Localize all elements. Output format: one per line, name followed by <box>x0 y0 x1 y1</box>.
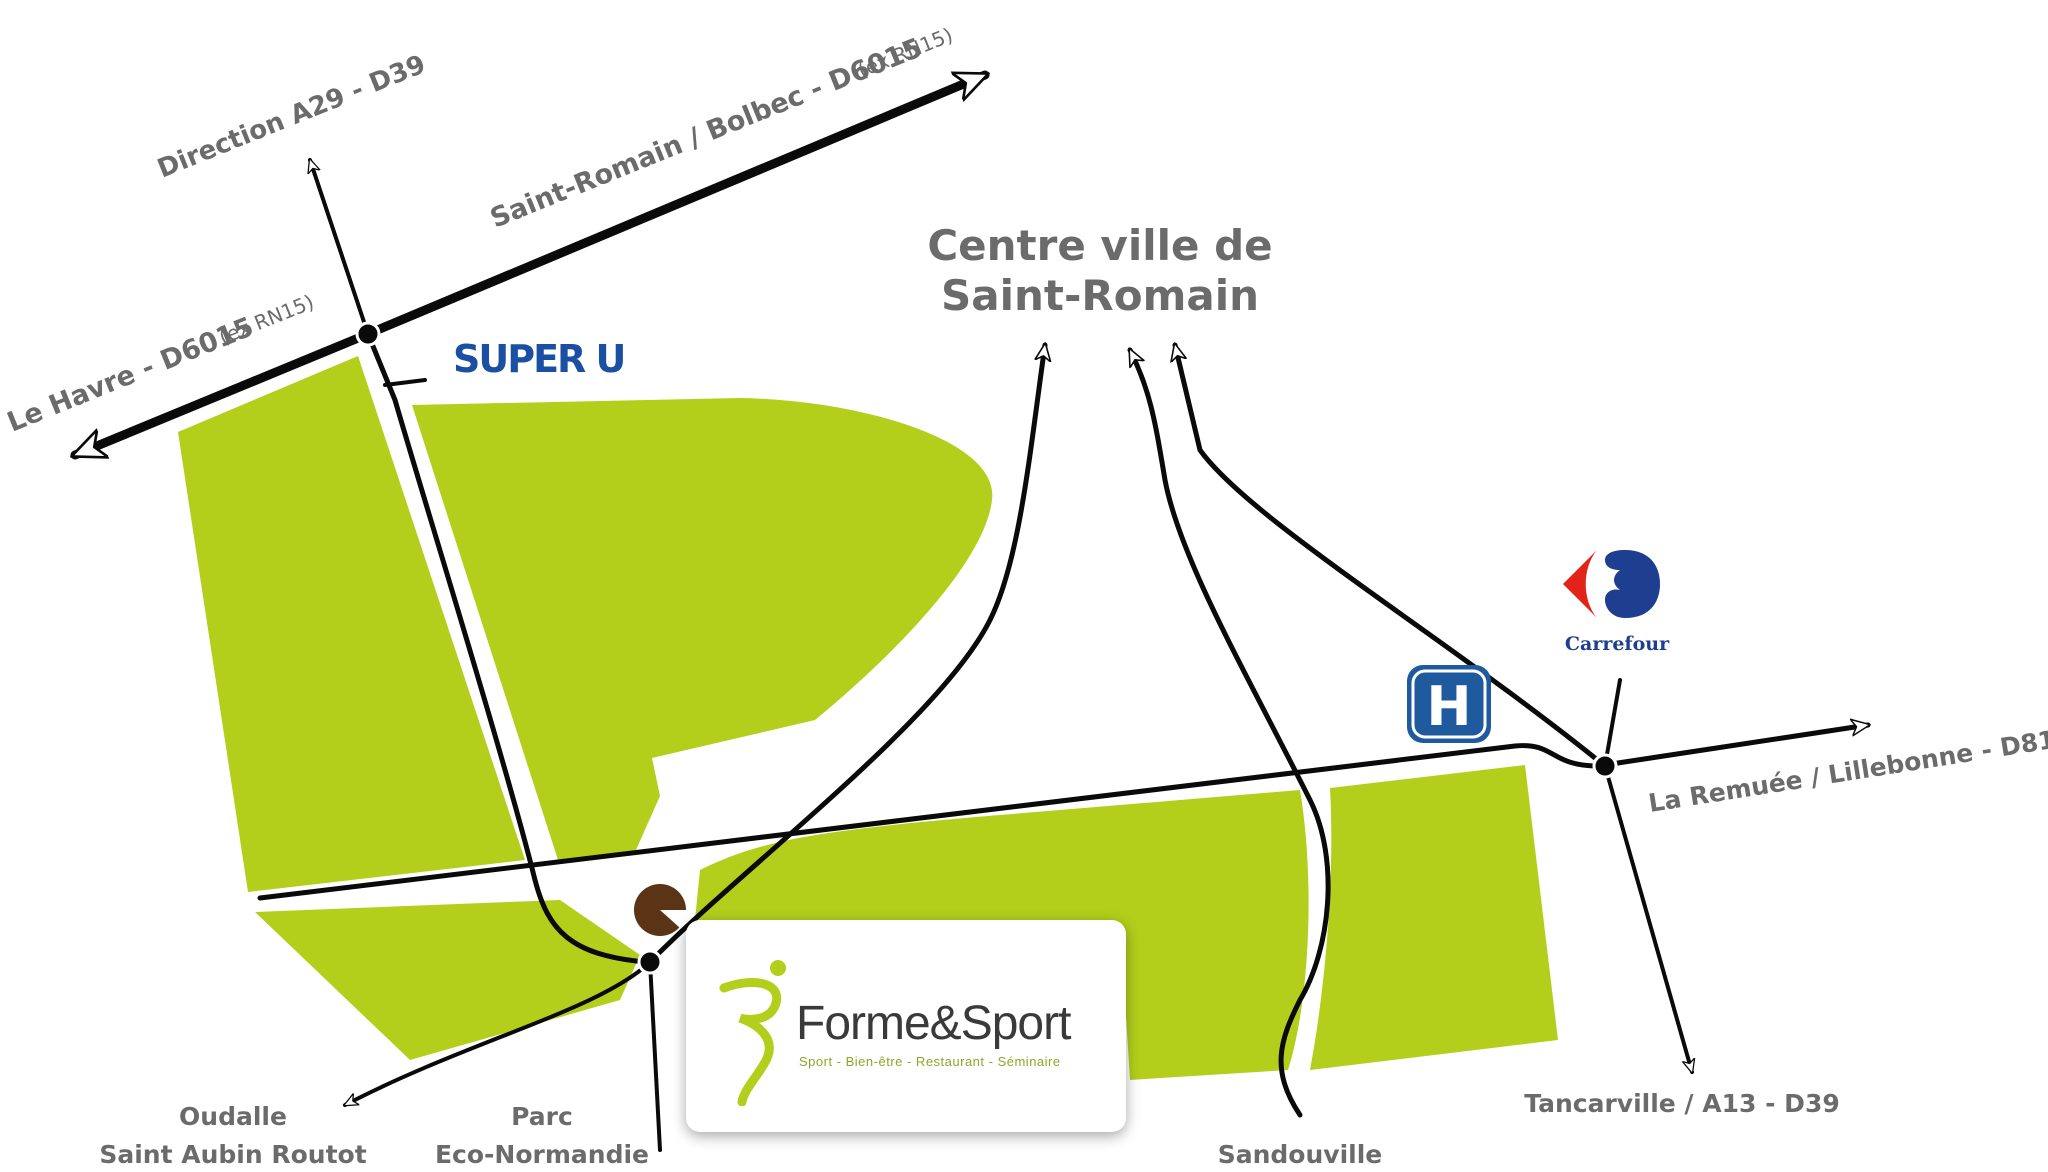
forme-sport-tagline: Sport - Bien-être - Restaurant - Séminai… <box>799 1054 1061 1069</box>
label-parc-line1: Parc <box>511 1102 573 1131</box>
label-sandouville: Sandouville <box>1218 1140 1383 1169</box>
forme-sport-card[interactable]: Forme&Sport Sport - Bien-être - Restaura… <box>686 920 1126 1132</box>
road-carrefour-spur <box>1603 678 1622 768</box>
forme-sport-name: Forme&Sport <box>796 997 1071 1050</box>
zone-northwest <box>178 356 525 892</box>
junction-south <box>637 949 663 975</box>
road-tancarville <box>1603 764 1692 1072</box>
road-d81 <box>257 725 1868 901</box>
junction-northwest <box>355 321 381 347</box>
label-centre-ville-line2: Saint-Romain <box>941 271 1259 320</box>
forme-sport-logo-icon <box>719 960 786 1106</box>
location-marker-icon <box>634 884 687 936</box>
label-oudalle-line1: Oudalle <box>179 1102 287 1131</box>
road-north-south-west <box>365 331 648 965</box>
road-carrefour-to-centre <box>1175 345 1608 769</box>
label-oudalle-line2: Saint Aubin Routot <box>99 1140 366 1169</box>
zone-north-center <box>412 398 993 860</box>
label-la-remuee: La Remuée / Lillebonne - D81 <box>1646 725 2048 818</box>
road-parc <box>648 960 662 1152</box>
carrefour-logo-icon: Carrefour <box>1563 550 1670 655</box>
hospital-letter: H <box>1426 675 1471 738</box>
label-tancarville: Tancarville / A13 - D39 <box>1524 1089 1839 1118</box>
road-oudalle <box>345 960 652 1107</box>
road-to-sandouville <box>1127 350 1331 1118</box>
zone-east <box>1310 765 1558 1070</box>
superu-text: SUPER U <box>453 337 624 381</box>
label-centre-ville-line1: Centre ville de <box>927 221 1272 270</box>
roads <box>75 70 1868 1152</box>
road-superu-spur <box>383 378 427 387</box>
label-parc-line2: Eco-Normandie <box>435 1140 649 1169</box>
hospital-icon: H <box>1407 665 1491 743</box>
road-d6015-west <box>75 329 373 460</box>
junctions <box>355 321 1618 975</box>
road-a29-north <box>310 160 370 336</box>
label-direction-a29: Direction A29 - D39 <box>153 50 429 185</box>
zone-southwest <box>255 900 640 1060</box>
carrefour-text: Carrefour <box>1565 633 1670 655</box>
junction-east <box>1592 753 1618 779</box>
road-d6015-east <box>363 70 985 339</box>
superu-logo-icon: SUPER U <box>453 337 626 381</box>
road-to-centre-1 <box>647 345 1045 965</box>
